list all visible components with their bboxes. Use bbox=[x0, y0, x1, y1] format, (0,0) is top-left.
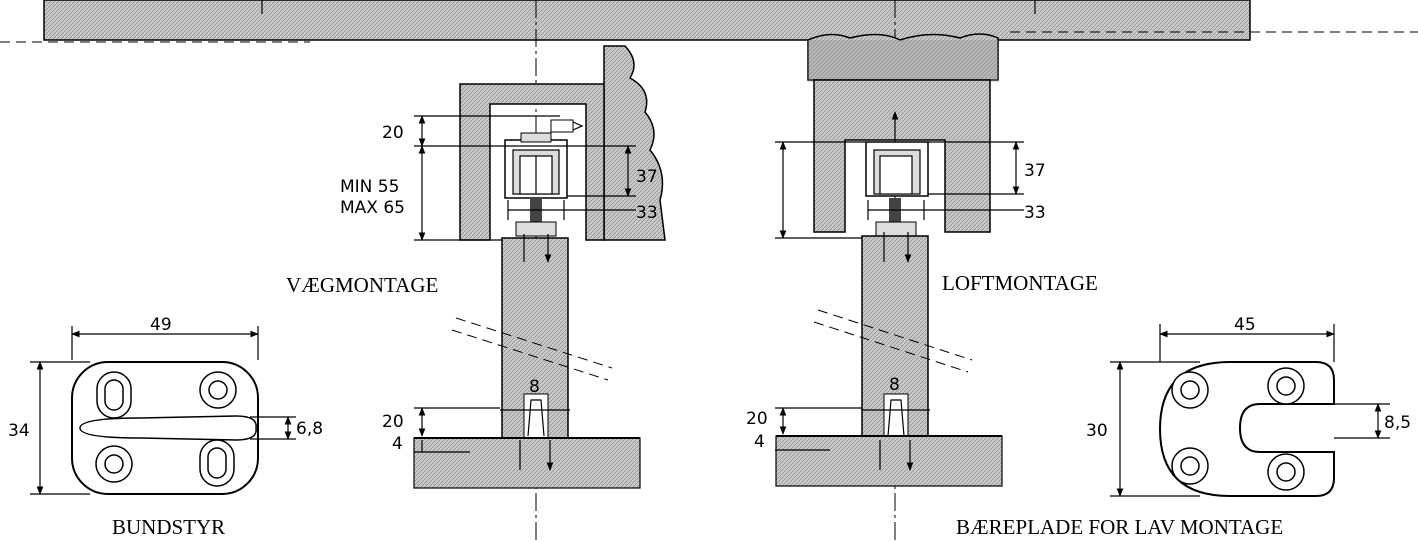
ceiling-dim-bottom: 20 bbox=[746, 409, 768, 429]
ceiling-dim-guide: 8 bbox=[889, 375, 900, 395]
wall-dim-max: MAX 65 bbox=[340, 198, 405, 218]
wall-dim-min: MIN 55 bbox=[340, 177, 399, 197]
carrier-plate-width: 45 bbox=[1234, 315, 1256, 335]
carrier-plate-height: 30 bbox=[1086, 421, 1108, 441]
ceiling-slab bbox=[0, 0, 1418, 43]
ceiling-mount-assembly bbox=[775, 0, 1003, 540]
wall-dim-track: 33 bbox=[636, 203, 658, 223]
floor-guide-slot: 6,8 bbox=[296, 419, 323, 439]
floor-guide-drawing: 49 34 6,8 bbox=[8, 315, 323, 495]
wall-dim-rail: 37 bbox=[636, 167, 658, 187]
ceiling-dim-track: 33 bbox=[1024, 203, 1046, 223]
carrier-plate-slot: 8,5 bbox=[1384, 413, 1411, 433]
carrier-plate-drawing: 45 30 8,5 bbox=[1086, 315, 1411, 497]
caption-carrier-plate: BÆREPLADE FOR LAV MONTAGE bbox=[956, 515, 1283, 539]
wall-dim-floor: 4 bbox=[392, 434, 403, 454]
wall-mount-assembly bbox=[413, 0, 666, 540]
floor-guide-width: 49 bbox=[150, 315, 172, 335]
ceiling-dim-floor: 4 bbox=[754, 432, 765, 452]
wall-dimensions: 20 MIN 55 MAX 65 37 33 8 20 4 bbox=[340, 115, 658, 454]
caption-floor-guide: BUNDSTYR bbox=[112, 515, 225, 539]
ceiling-dim-rail: 37 bbox=[1024, 161, 1046, 181]
wall-dim-top: 20 bbox=[382, 123, 404, 143]
caption-wall-mount: VÆGMONTAGE bbox=[286, 273, 438, 297]
ceiling-dimensions: 37 33 8 20 4 bbox=[746, 141, 1046, 452]
caption-ceiling-mount: LOFTMONTAGE bbox=[942, 271, 1098, 295]
floor-guide-height: 34 bbox=[8, 421, 30, 441]
wall-dim-bottom: 20 bbox=[382, 412, 404, 432]
wall-dim-guide: 8 bbox=[529, 377, 540, 397]
